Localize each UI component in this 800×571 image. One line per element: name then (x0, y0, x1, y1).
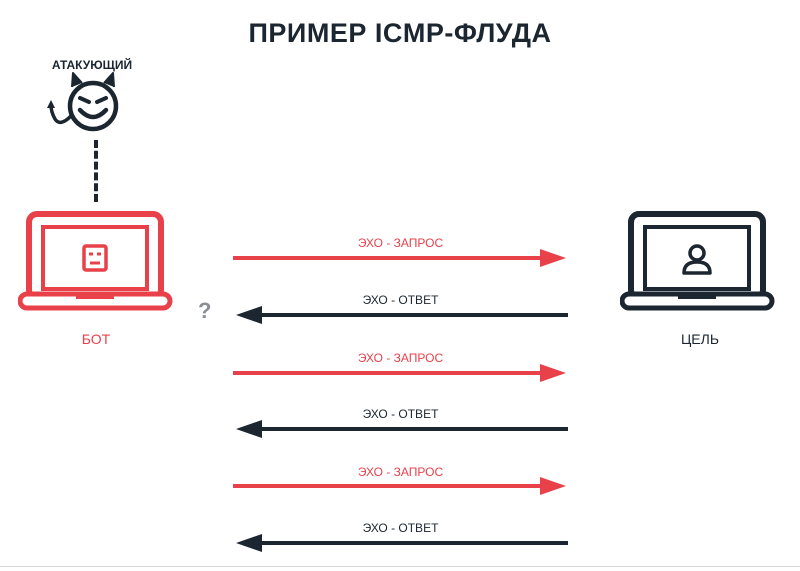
devil-face-icon (47, 72, 119, 132)
attacker-label: АТАКУЮЩИЙ (51, 58, 133, 72)
target-laptop-icon (620, 211, 775, 311)
bot-label: БОТ (81, 331, 111, 347)
attacker-bot-link (94, 140, 98, 202)
exchange-label: ЭХО - ЗАПРОС (357, 465, 444, 479)
reply-arrow (236, 306, 568, 324)
exchange-label: ЭХО - ЗАПРОС (357, 236, 444, 250)
exchange-label: ЭХО - ОТВЕТ (362, 293, 439, 307)
exchange-label: ЭХО - ОТВЕТ (362, 407, 439, 421)
exchange-label: ЭХО - ЗАПРОС (357, 351, 444, 365)
reply-arrow (236, 534, 568, 552)
request-arrow (233, 364, 566, 382)
bot-laptop-icon (18, 211, 173, 311)
exchange-label: ЭХО - ОТВЕТ (362, 521, 439, 535)
target-label: ЦЕЛЬ (680, 331, 720, 347)
reply-arrow (236, 420, 568, 438)
request-arrow (233, 477, 566, 495)
request-arrow (233, 249, 566, 267)
unknown-source-marker: ? (198, 298, 212, 323)
bottom-divider (0, 566, 800, 567)
user-icon (682, 244, 712, 275)
diagram-title: ПРИМЕР ICMP-ФЛУДА (248, 18, 552, 48)
robot-face-icon (82, 244, 108, 272)
